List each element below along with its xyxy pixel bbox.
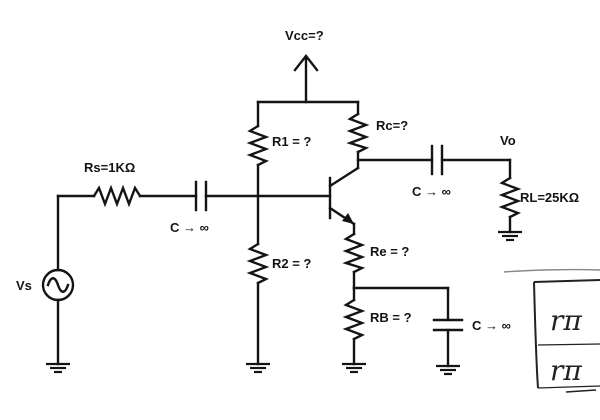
ground-rb — [342, 362, 366, 374]
note-line-2: rπ — [550, 354, 582, 387]
label-c-in: C → ∞ — [170, 220, 209, 235]
resistor-re — [342, 222, 366, 290]
capacitor-c-out — [430, 144, 444, 176]
bjt-transistor — [328, 166, 360, 226]
resistor-r2 — [246, 194, 270, 366]
label-re: Re = ? — [370, 244, 409, 259]
label-rs: Rs=1KΩ — [84, 160, 135, 175]
resistor-rc — [346, 100, 370, 170]
label-rc: Rc=? — [376, 118, 408, 133]
label-r1: R1 = ? — [272, 134, 311, 149]
ground-source — [46, 362, 70, 374]
capacitor-c-in — [194, 180, 208, 212]
ac-source-vs — [41, 268, 75, 302]
note-line-1: rπ — [550, 304, 582, 337]
label-c-bypass: C → ∞ — [472, 318, 511, 333]
label-vo: Vo — [500, 133, 516, 148]
vcc-supply-arrow — [293, 54, 319, 104]
ground-bypass — [436, 364, 460, 376]
ground-rl — [498, 230, 522, 242]
label-rl: RL=25KΩ — [520, 190, 579, 205]
label-vcc: Vcc=? — [285, 28, 324, 43]
resistor-rl — [498, 158, 522, 234]
resistor-rb — [342, 286, 366, 366]
ground-r2 — [246, 362, 270, 374]
label-rb: RB = ? — [370, 310, 412, 325]
capacitor-c-bypass — [432, 318, 464, 332]
resistor-r1 — [246, 100, 270, 198]
label-c-out: C → ∞ — [412, 184, 451, 199]
label-r2: R2 = ? — [272, 256, 311, 271]
resistor-rs — [92, 184, 142, 208]
label-vs: Vs — [16, 278, 32, 293]
emitter-arrow — [342, 213, 354, 224]
handwritten-note-box: rπ rπ — [503, 268, 600, 393]
